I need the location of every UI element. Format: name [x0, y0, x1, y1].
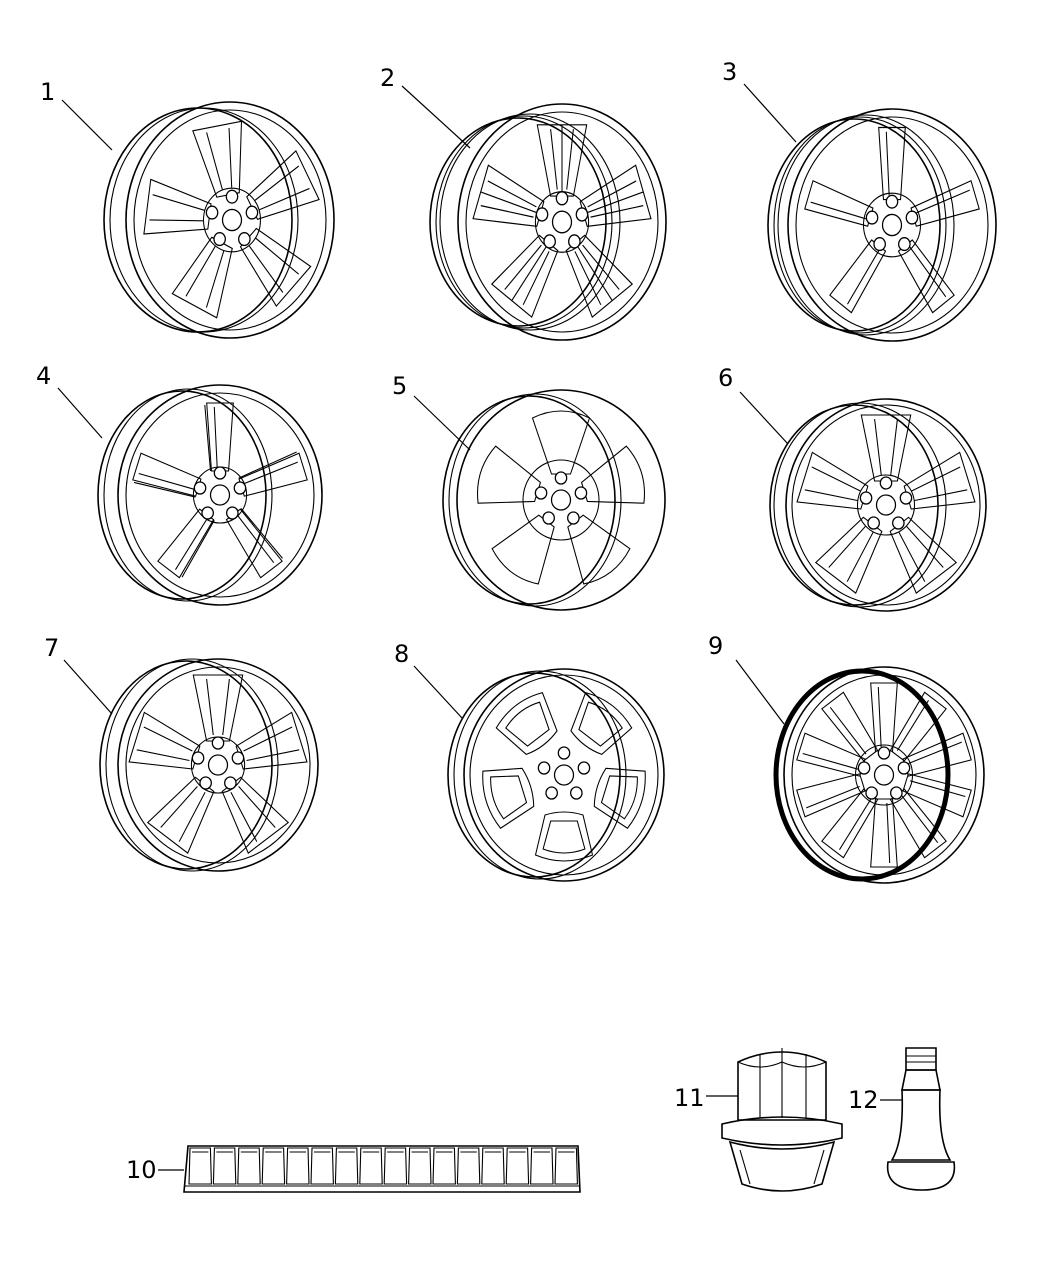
weight-segment: [505, 1147, 530, 1185]
wheel-1: [103, 101, 335, 339]
wheel-9: [773, 666, 985, 884]
callout-4: 4: [36, 362, 51, 390]
callout-5: 5: [392, 372, 407, 400]
leader-9: [735, 659, 785, 725]
callout-9: 9: [708, 632, 723, 660]
weight-segment: [334, 1147, 359, 1185]
leader-5: [413, 395, 471, 451]
wheel-5: [442, 389, 666, 611]
weight-segment: [310, 1147, 334, 1185]
callout-11: 11: [674, 1084, 705, 1112]
callout-8: 8: [394, 640, 409, 668]
wheel-weight-strip: [183, 1145, 581, 1193]
wheel-3: [767, 108, 997, 342]
callout-2: 2: [380, 64, 395, 92]
callout-12: 12: [848, 1086, 879, 1114]
callout-1: 1: [40, 78, 55, 106]
valve-stem: [886, 1047, 956, 1191]
weight-segment: [286, 1147, 310, 1185]
callout-3: 3: [722, 58, 737, 86]
callout-6: 6: [718, 364, 733, 392]
lug-nut: [721, 1048, 843, 1192]
weight-segment: [212, 1147, 237, 1185]
weight-segment: [554, 1147, 578, 1185]
weight-segment: [237, 1147, 261, 1185]
leader-8: [413, 665, 463, 719]
leader-3: [743, 83, 797, 143]
callout-7: 7: [44, 634, 59, 662]
leader-7: [63, 659, 113, 715]
leader-1: [61, 99, 113, 151]
leader-6: [739, 391, 789, 445]
weight-segment: [408, 1147, 432, 1185]
callout-10: 10: [126, 1156, 157, 1184]
wheel-7: [99, 658, 319, 872]
wheel-8: [447, 668, 665, 882]
weight-segment: [261, 1147, 286, 1185]
weight-segment: [432, 1147, 456, 1185]
weight-segment: [456, 1147, 481, 1185]
wheel-2: [429, 103, 667, 341]
weight-segment: [188, 1147, 212, 1185]
weight-segment: [481, 1147, 505, 1185]
leader-2: [401, 85, 471, 149]
weight-segment: [530, 1147, 554, 1185]
wheel-4: [97, 384, 323, 606]
leader-4: [57, 387, 103, 439]
wheel-6: [769, 398, 987, 612]
weight-segment: [359, 1147, 383, 1185]
weight-segment: [383, 1147, 408, 1185]
